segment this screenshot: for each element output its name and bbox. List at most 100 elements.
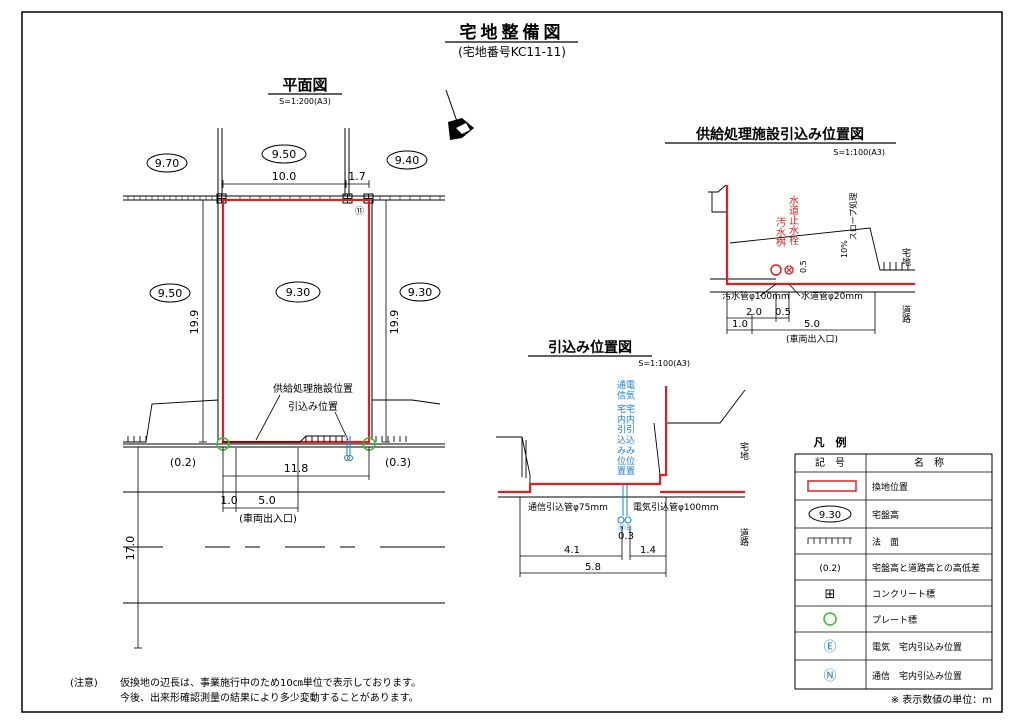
water-stopcock-icon — [784, 265, 794, 275]
north-arrow-icon — [445, 89, 474, 140]
legend-name: 宅盤高 — [872, 509, 899, 521]
supply-site-label: 宅地 — [900, 247, 911, 266]
unit-note: ※ 表示数値の単位：m — [891, 693, 992, 706]
lead-in-view: 引込み位置図 S=1:100(A3) 通電信気 宅宅内内引引込込みみ位位置置 Ⓝ… — [496, 339, 749, 577]
telecom-pipe-label: 通信引込管φ75mm — [528, 501, 608, 513]
lead-in-dimensions — [519, 497, 667, 577]
road-width: 17.0 — [124, 536, 137, 561]
height-value: 9.30 — [286, 286, 311, 299]
plan-road — [123, 443, 445, 604]
supply-dimensions — [726, 292, 876, 334]
dim-03: 0.3 — [618, 531, 634, 542]
label-lead-in-position: 宅宅内内引引込込みみ位位置置 — [617, 403, 635, 477]
label-sewer-box: 汚水桝 — [774, 216, 786, 248]
legend-col-name: 名 称 — [914, 456, 944, 469]
supply-road-label: 道路 — [900, 304, 911, 324]
legend: 凡 例 記 号 名 称 換地位置 9.30 宅盤高 法 面 (0.2) 宅 — [794, 435, 993, 706]
supply-heading: 供給処理施設引込み位置図 — [695, 126, 864, 143]
lead-in-road-label: 道路 — [738, 527, 749, 547]
sheet-border — [21, 11, 1003, 713]
dim-05-vertical: 0.5 — [799, 260, 808, 273]
telecom-marker-icon: Ⓝ — [823, 669, 836, 684]
height-value: 9.70 — [155, 157, 180, 170]
leader-line — [334, 411, 349, 441]
leader-line — [788, 283, 801, 297]
plan-marker-small: ⑪ — [355, 206, 364, 217]
dim-right: 19.9 — [388, 310, 401, 335]
sewer-pipe-label: 汚水管φ100mm — [722, 290, 790, 302]
height-value: 9.50 — [272, 148, 297, 161]
lead-in-marker-icon — [344, 436, 353, 461]
road-width-dimension — [134, 446, 142, 649]
supply-view: 供給処理施設引込み位置図 S=1:100(A3) 水道止水栓 汚水桝 10%スロ… — [665, 126, 915, 345]
concrete-marker-icon: ⊞ — [825, 587, 836, 602]
leader-line — [759, 283, 777, 297]
label-lead-position: 引込み位置 — [288, 400, 338, 413]
concrete-marker-icon — [216, 193, 374, 204]
plate-marker-icon — [823, 612, 837, 626]
plan-heading: 平面図 — [282, 76, 327, 94]
entry-dimensions — [222, 448, 299, 512]
label-facility-position: 供給処理施設位置 — [273, 382, 353, 395]
lead-in-boundary — [498, 386, 668, 494]
dim-41: 4.1 — [564, 545, 580, 556]
dim-10: 1.0 — [732, 319, 748, 330]
leader-line — [255, 394, 281, 441]
label-telecom-electric: 通電信気 — [617, 380, 635, 401]
height-diff-left: (0.2) — [170, 456, 196, 469]
legend-name: 電気 宅内引込み位置 — [872, 641, 962, 653]
legend-symbol: (0.2) — [819, 564, 840, 574]
dim-entry-2: 5.0 — [258, 494, 276, 507]
electric-marker-icon: Ⓔ — [823, 640, 836, 655]
legend-swatch-oval — [808, 505, 852, 523]
dim-entry-1: 1.0 — [220, 494, 238, 507]
dim-top-left: 10.0 — [272, 170, 297, 183]
supply-boundary — [725, 185, 915, 286]
legend-title: 凡 例 — [814, 435, 847, 449]
notes-line-1: 仮換地の辺長は、事業施行中のため10㎝単位で表示しております。 — [120, 676, 421, 689]
legend-name: 宅盤高と道路高との高低差 — [872, 562, 980, 574]
plan-scale: S=1:200(A3) — [279, 97, 331, 106]
lead-in-ground — [496, 389, 746, 498]
slope-embankment — [123, 399, 441, 443]
supply-entry-label: (車両出入口) — [786, 333, 838, 345]
bottom-dimension — [222, 447, 370, 480]
dim-bottom: 11.8 — [284, 462, 309, 475]
notes-line-2: 今後、出来形確認測量の結果により多少変動することがあります。 — [120, 691, 419, 704]
notes: (注意) 仮換地の辺長は、事業施行中のため10㎝単位で表示しております。 今後、… — [70, 676, 421, 704]
electric-pipe-label: 電気引込管φ100mm — [633, 501, 719, 513]
sewer-box-icon — [770, 264, 782, 276]
page-subtitle: (宅地番号KC11-11) — [458, 44, 566, 59]
lead-in-marker: ⓃⒺ — [618, 524, 632, 532]
label-water-stopcock: 水道止水栓 — [787, 195, 799, 246]
dim-05: 0.5 — [775, 307, 791, 318]
legend-swatch-slope — [807, 537, 852, 544]
side-dimensions — [199, 199, 390, 443]
plan-view: 平面図 S=1:200(A3) ⑪ — [123, 76, 474, 649]
water-pipe-label: 水道管φ20mm — [801, 290, 863, 302]
legend-name: 法 面 — [872, 536, 899, 548]
water-stopcock-cross — [786, 267, 792, 273]
legend-name: 通信 宅内引込み位置 — [872, 670, 962, 682]
lead-in-heading: 引込み位置図 — [548, 339, 632, 356]
lead-in-site-label: 宅地 — [738, 441, 749, 460]
slope-label: 10%スロープ処理 — [840, 193, 858, 258]
legend-name: プレート標 — [872, 614, 917, 626]
lead-in-pipes — [617, 484, 632, 524]
entry-label: (車両出入口) — [239, 512, 297, 525]
height-diff-right: (0.3) — [385, 456, 411, 469]
lead-in-scale: S=1:100(A3) — [638, 359, 690, 368]
legend-name: コンクリート標 — [872, 588, 935, 600]
legend-swatch-boundary — [807, 480, 857, 492]
dim-20: 2.0 — [746, 307, 762, 318]
legend-col-symbol: 記 号 — [815, 456, 845, 469]
height-oval — [146, 144, 441, 303]
page-title: 宅地整備図 — [460, 22, 565, 43]
legend-symbol: 9.30 — [819, 510, 841, 521]
dim-50: 5.0 — [804, 319, 820, 330]
dim-left: 19.9 — [188, 310, 201, 335]
top-dimensions — [222, 180, 370, 188]
height-value: 9.50 — [158, 287, 183, 300]
notes-label: (注意) — [70, 676, 98, 689]
